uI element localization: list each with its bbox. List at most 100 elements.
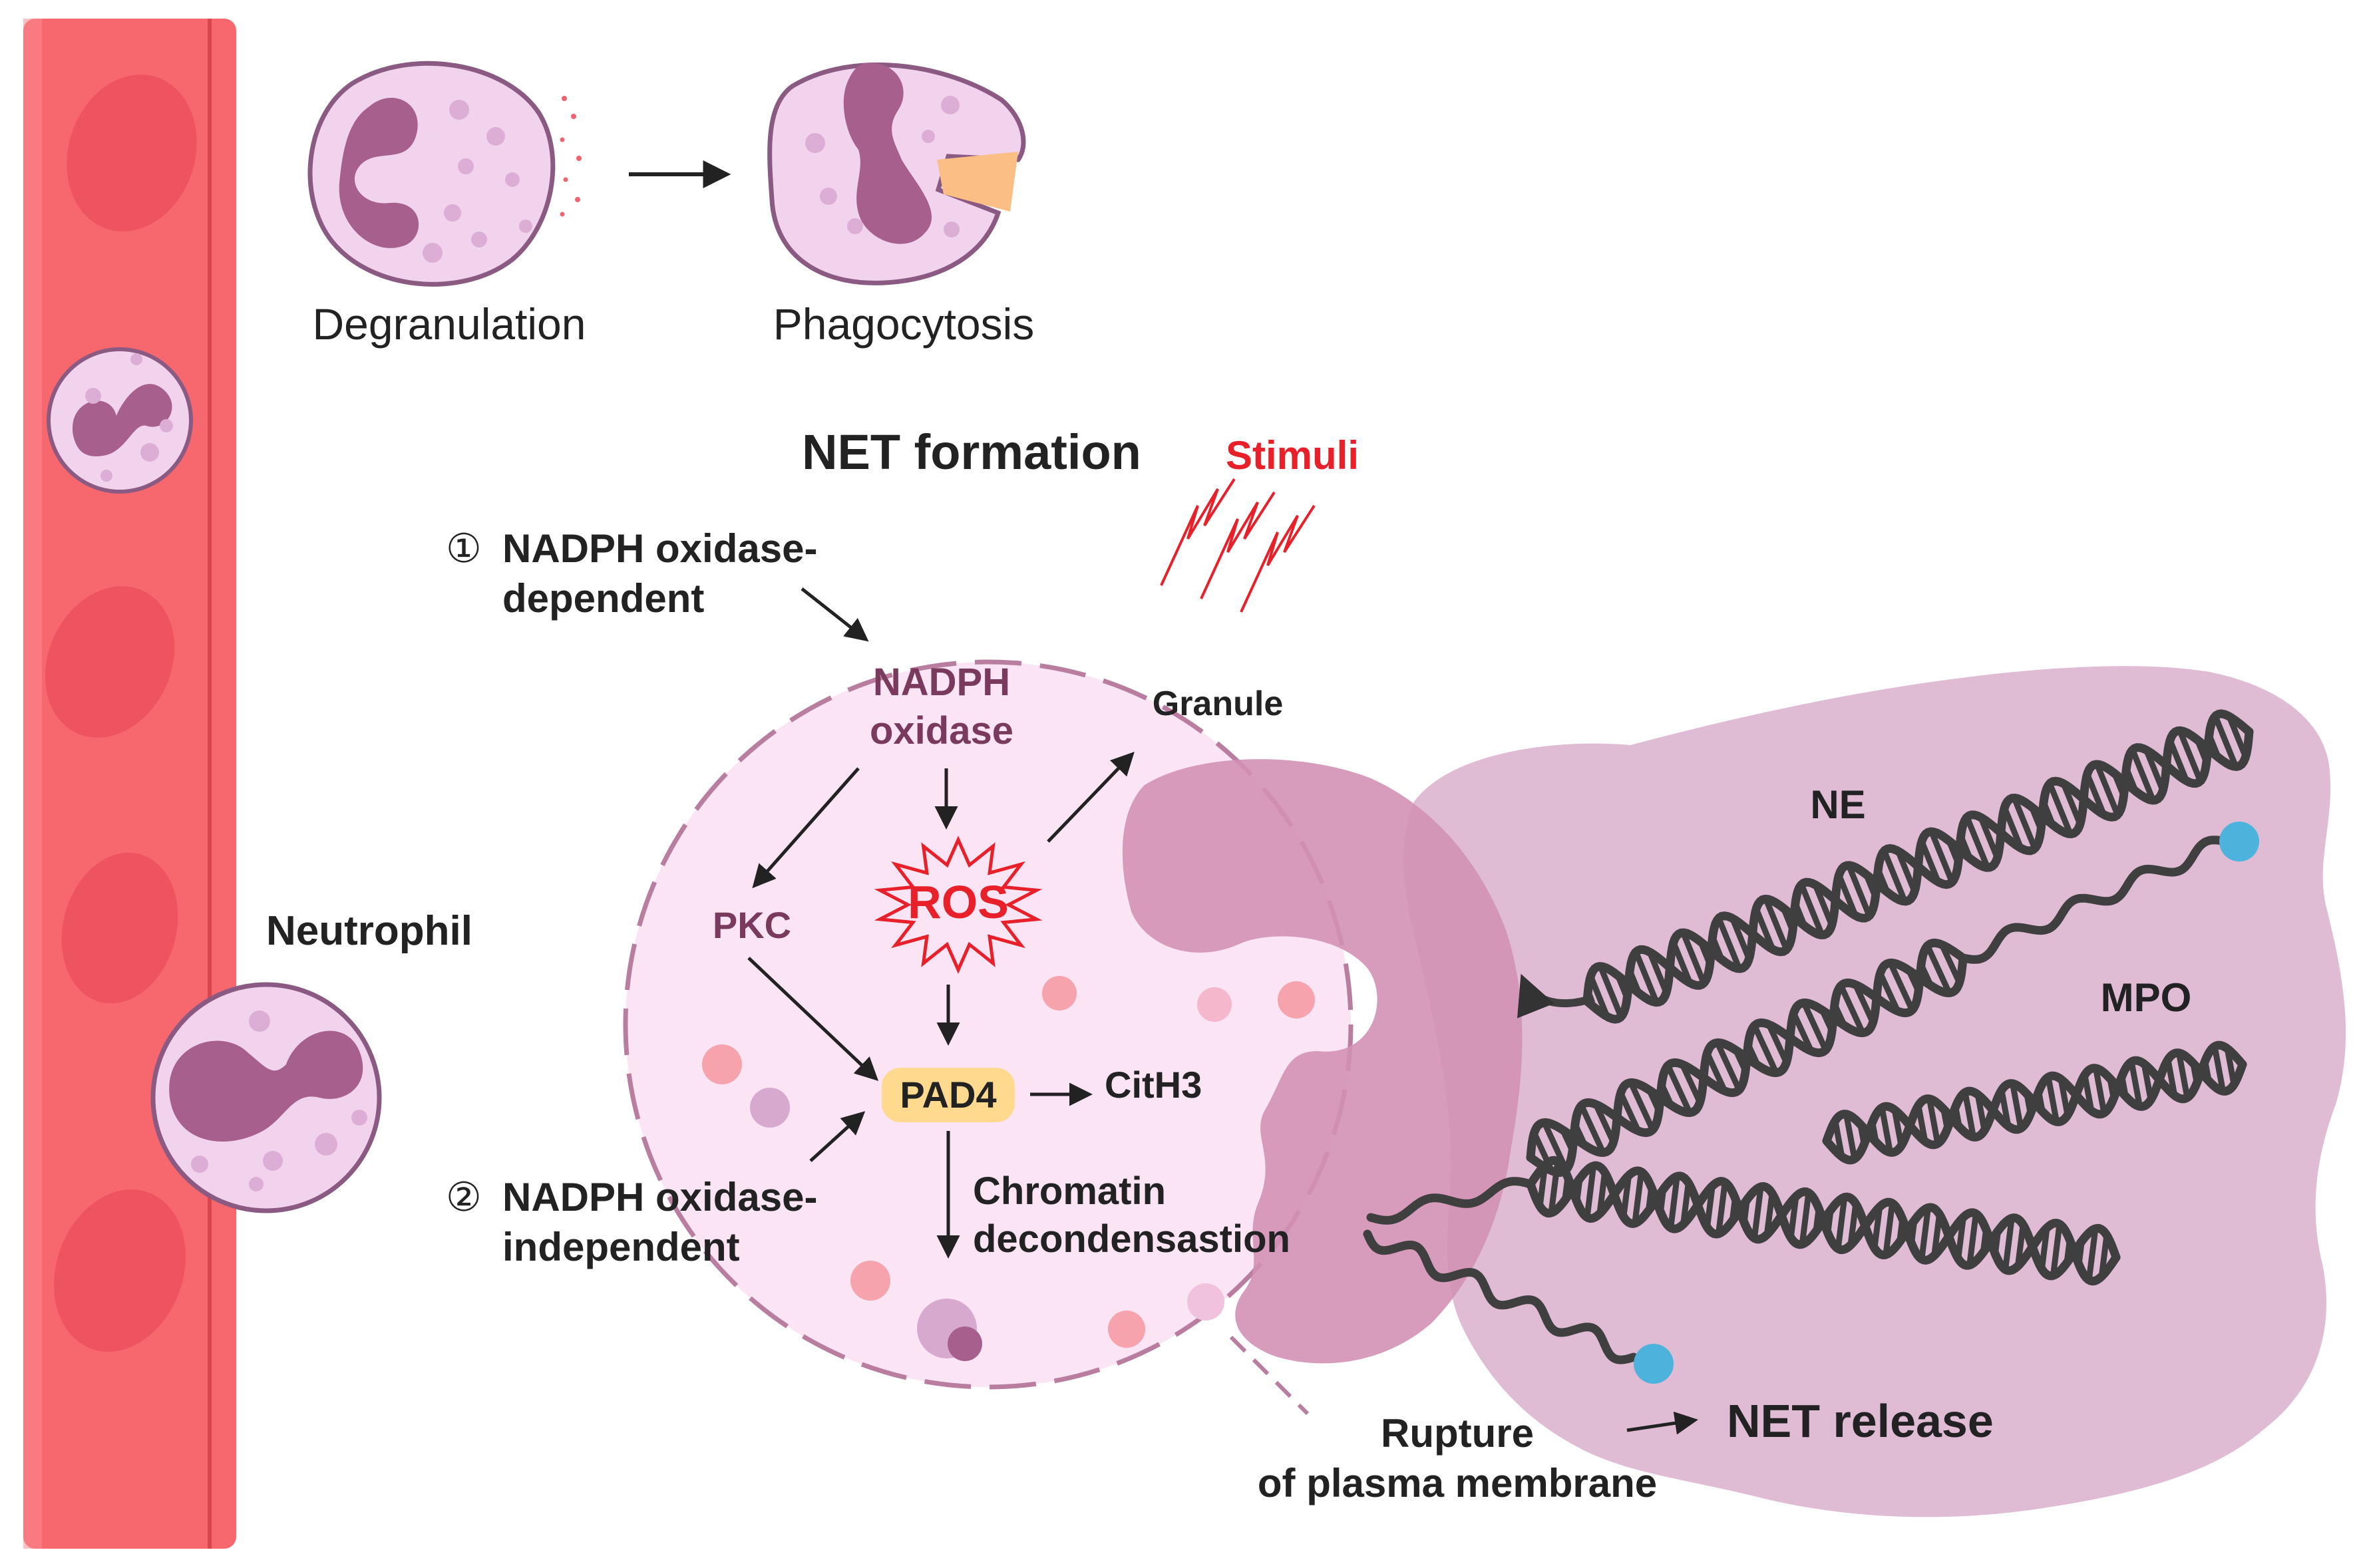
dna-rung <box>1710 935 1725 961</box>
dna-rung <box>2107 1078 2117 1099</box>
dna-rung <box>1843 1114 1858 1160</box>
dna-rung <box>1751 1024 1779 1074</box>
rupture-label-line2: of plasma membrane <box>1258 1461 1657 1505</box>
ne-label: NE <box>1810 782 1865 827</box>
pad4-badge <box>882 1068 1015 1122</box>
dna-rung <box>2194 738 2209 764</box>
dna-rung <box>2129 748 2156 802</box>
dna-rung <box>1628 1081 1656 1132</box>
dna-rung <box>1646 1088 1662 1112</box>
dna-rung <box>1704 1052 1727 1092</box>
plasma-membrane <box>623 659 1354 1390</box>
dna-rung <box>1627 969 1642 995</box>
released-granules <box>560 96 582 217</box>
dna-rung <box>1819 1009 1835 1032</box>
dna-rung <box>2045 1076 2060 1122</box>
dna-rung <box>1871 1206 1883 1249</box>
dna-rung <box>2141 1063 2154 1101</box>
dna-rung <box>2050 1223 2063 1277</box>
dna-rung <box>1955 1217 1966 1259</box>
dna-rung <box>2029 806 2044 831</box>
dna-rung <box>2038 1227 2050 1270</box>
dna-rung <box>1680 931 1707 985</box>
pathway2-marker: ② <box>446 1175 482 1219</box>
red-blood-cell <box>45 586 175 738</box>
right-arrow-icon <box>752 767 860 889</box>
red-blood-cell <box>54 1189 186 1352</box>
dna-rung <box>1924 944 1952 995</box>
dna-rung <box>1658 1083 1674 1107</box>
nucleus <box>339 98 419 248</box>
dna-rung <box>2165 1058 2178 1096</box>
dna-rung <box>1966 1213 1979 1266</box>
right-arrow-icon <box>1047 751 1135 843</box>
double-helix-icon <box>1582 726 2254 1007</box>
dna-rung <box>1792 902 1807 927</box>
nucleus <box>843 63 932 244</box>
double-helix-icon <box>1822 1048 2247 1157</box>
dna-rung <box>1741 1199 1750 1223</box>
lightning-zigzag-icon <box>1160 478 1316 613</box>
degranulation-cell <box>307 61 582 287</box>
dna-rung <box>1915 1104 1928 1142</box>
double-helix-icon <box>1526 953 1968 1162</box>
dna-rung <box>1680 1063 1703 1104</box>
pathway2-label-line2: independent <box>502 1225 740 1269</box>
dna-rung <box>1869 1122 1879 1143</box>
dna-rung <box>1939 943 1962 984</box>
dna-rung <box>1578 1104 1606 1154</box>
dna-rung <box>2082 1074 2095 1112</box>
dna-rung <box>1801 1001 1829 1052</box>
dna-single-strand <box>1958 836 2231 964</box>
dna-rung <box>1881 850 1908 903</box>
cith3-label: CitH3 <box>1105 1064 1202 1106</box>
dna-rung <box>1940 1108 1950 1130</box>
dna-rung <box>2014 1224 2026 1267</box>
dna-rung <box>1574 1178 1583 1202</box>
net-cloud <box>1403 666 2346 1517</box>
dna-rung <box>1962 1092 1976 1138</box>
net-release-label: NET release <box>1727 1395 1994 1447</box>
dna-rung <box>2212 714 2239 768</box>
chromatin-label-line1: Chromatin <box>973 1170 1166 1213</box>
dna-rung <box>2058 1078 2071 1116</box>
dna-rung <box>1918 963 1934 987</box>
mpo-particle <box>1634 1344 1674 1384</box>
dna-rung <box>1753 907 1776 951</box>
dna-rung <box>1958 835 1973 860</box>
dna-rung <box>2010 1083 2024 1129</box>
dna-rung <box>1835 1197 1848 1249</box>
dna-rung <box>1781 907 1796 932</box>
dna-rung <box>1918 1207 1931 1260</box>
dna-rung <box>1964 816 1990 869</box>
nucleus <box>169 1030 363 1142</box>
dna-rung <box>2002 1217 2015 1271</box>
dna-rung <box>1763 1193 1775 1235</box>
granule-label: Granule <box>1153 685 1284 723</box>
dna-single-strand <box>1366 1177 1535 1225</box>
dna-rung <box>2123 767 2139 792</box>
right-arrow-icon <box>809 1111 866 1162</box>
dna-rung <box>2036 1091 2046 1112</box>
dna-rung <box>1745 1043 1761 1067</box>
dna-rung <box>1615 974 1630 999</box>
stimuli-label: Stimuli <box>1226 433 1359 478</box>
dna-rung <box>1825 1209 1834 1233</box>
dna-rung <box>2040 801 2056 826</box>
granules <box>702 976 1315 1361</box>
dna-rung <box>2084 772 2107 816</box>
dna-rung <box>2177 729 2203 782</box>
dna-rung <box>1887 961 1915 1012</box>
dna-rung <box>1875 868 1891 893</box>
dna-rung <box>1799 883 1825 937</box>
dna-rung <box>1657 1188 1667 1213</box>
right-arrow-icon <box>747 957 879 1081</box>
vessel-highlight <box>23 19 42 1549</box>
starburst-icon <box>874 836 1043 974</box>
dna-rung <box>1895 850 1918 893</box>
dna-rung <box>1946 840 1961 865</box>
dna-rung <box>2011 796 2038 850</box>
dna-rung <box>1733 1048 1749 1072</box>
dna-rung <box>1879 1107 1893 1153</box>
dna-rung <box>2143 748 2166 792</box>
